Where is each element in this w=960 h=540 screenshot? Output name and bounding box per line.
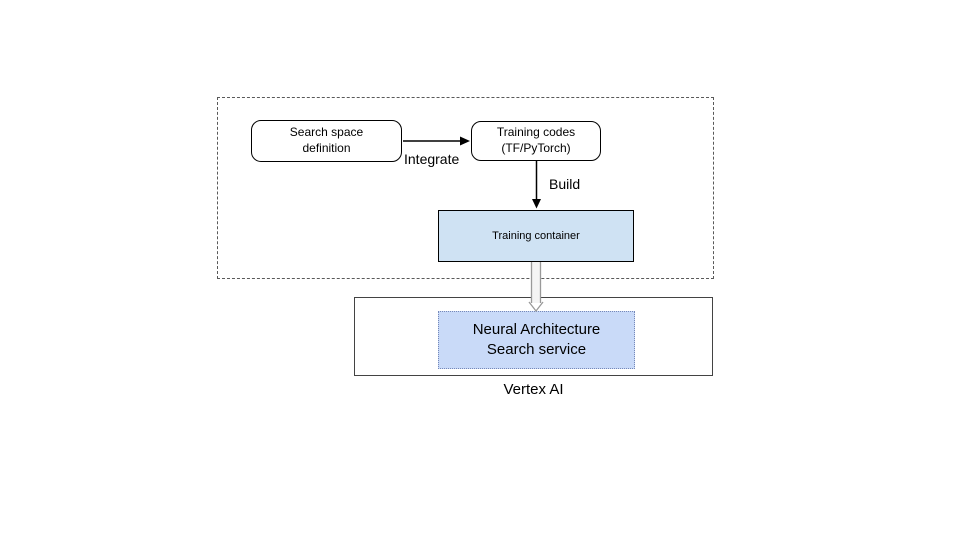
training-codes-label-line2: (TF/PyTorch) <box>501 141 571 155</box>
search-space-definition-node: Search space definition <box>251 120 402 162</box>
vertex-ai-caption: Vertex AI <box>503 381 564 398</box>
nas-service-label-line1: Neural Architecture <box>472 320 601 338</box>
nas-service-node: Neural Architecture Search service <box>438 311 635 369</box>
integrate-edge-label: Integrate <box>404 151 460 167</box>
search-space-label-line2: definition <box>302 141 351 155</box>
nas-service-label-line2: Search service <box>486 341 587 358</box>
search-space-label-line1: Search space <box>289 125 364 140</box>
training-codes-label-line1: Training codes <box>496 125 576 140</box>
training-codes-node: Training codes (TF/PyTorch) <box>471 121 601 161</box>
build-edge-label: Build <box>549 176 581 192</box>
dashed-group-region <box>217 97 714 279</box>
training-container-label: Training container <box>492 230 580 242</box>
training-container-node: Training container <box>438 210 634 262</box>
